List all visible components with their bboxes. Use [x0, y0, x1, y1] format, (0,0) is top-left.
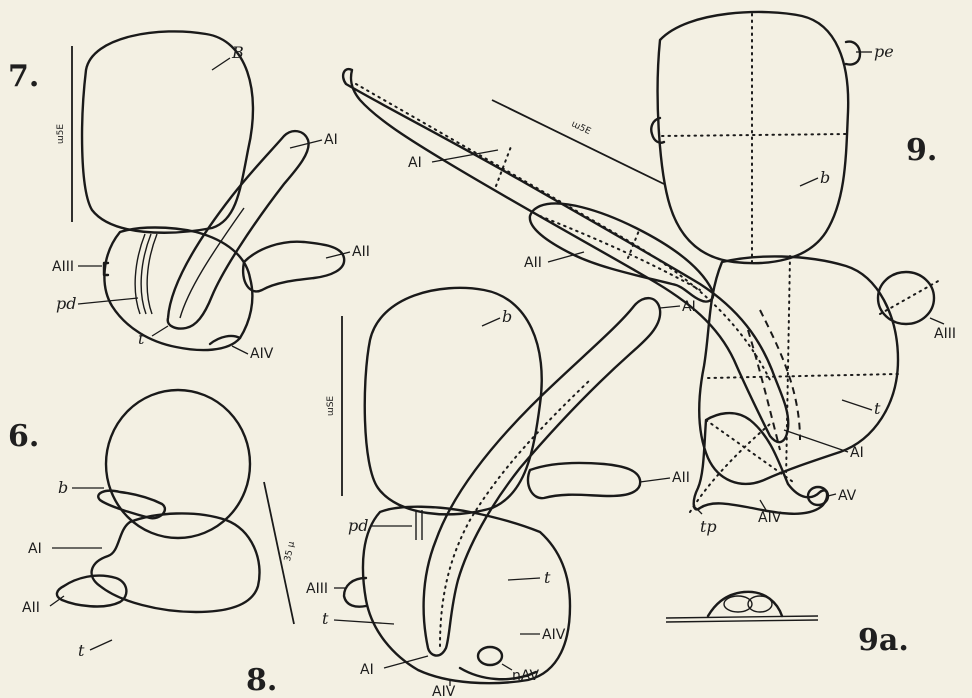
scale-label-fig8: ɯSE [326, 396, 336, 416]
label-t-right-fig8: t [544, 568, 551, 587]
label-AI-top-fig9: AI [408, 155, 422, 171]
label-AIII-fig9: AIII [934, 326, 956, 342]
leader-t-fig9 [842, 400, 872, 410]
leader-AI-bottom-fig9 [784, 430, 848, 452]
pd-line-3-fig7 [147, 234, 157, 314]
label-AII-fig6: AII [22, 600, 40, 616]
label-AV-fig9: AV [838, 488, 857, 504]
leader-AI-fig7 [290, 140, 322, 148]
appendage-AI-fig6 [98, 491, 165, 519]
cyst-outline-fig9a [708, 592, 782, 616]
label-B-fig7: B [231, 43, 244, 62]
thorax-outline-fig7 [104, 228, 252, 351]
label-AIV-bottom-fig8: AIV [432, 684, 456, 698]
label-pe-fig9: pe [874, 42, 894, 61]
pd-line-2-fig7 [141, 234, 151, 314]
leader-t-left-fig8 [334, 620, 394, 624]
membrane-line-2-fig9a [666, 620, 818, 622]
leader-AIV-fig9 [760, 500, 766, 510]
leader-AIII-fig9 [930, 318, 944, 324]
label-t-fig7: t [138, 329, 145, 348]
body-outline-fig6 [106, 390, 250, 538]
thorax-outline-fig8 [363, 507, 570, 683]
leader-AIV-fig7 [232, 346, 248, 354]
membrane-line-1-fig9a [666, 616, 818, 618]
label-AII-fig7: AII [352, 244, 370, 260]
nAV-structure-fig8 [478, 647, 502, 665]
label-b-fig8: b [502, 307, 512, 326]
leader-nAV-fig8 [502, 664, 512, 670]
dashed-line-2-fig9 [760, 310, 800, 440]
leader-t-fig6 [90, 640, 112, 650]
scale-label-fig9: ɯ5E [570, 119, 593, 137]
label-AIII-fig7: AIII [52, 259, 74, 275]
figure-9: 9. pe b AI [343, 12, 956, 536]
label-AIV-fig7: AIV [250, 346, 274, 362]
scale-label-fig7: ɯ5E [56, 124, 66, 144]
label-t-left-fig8: t [322, 609, 329, 628]
figure-number-6: 6. [8, 419, 39, 454]
label-b-fig6: b [58, 478, 68, 497]
leader-b-fig8 [482, 318, 500, 326]
leader-b-fig9 [800, 178, 818, 186]
label-AI-bottom-fig8: AI [360, 662, 374, 678]
pd-line-1-fig7 [135, 234, 145, 314]
thorax-outline-fig6 [92, 513, 260, 612]
thorax-outline-fig9 [699, 256, 898, 483]
appendage-AII-fig7 [243, 242, 344, 292]
figure-number-8: 8. [246, 663, 277, 698]
appendage-AI-fig9 [343, 69, 788, 442]
label-AI-fig7: AI [324, 132, 338, 148]
label-AIII-fig8: AIII [306, 581, 328, 597]
thorax-axis-horizontal-fig9 [708, 374, 898, 378]
figure-number-9a: 9a. [858, 623, 909, 658]
label-pd-fig8: pd [348, 516, 368, 535]
leader-B-fig7 [212, 58, 230, 70]
eye-right-fig9 [846, 42, 860, 65]
body-axis-horizontal-fig9 [662, 134, 848, 136]
label-t-fig9: t [874, 399, 881, 418]
leader-AII-fig7 [326, 252, 350, 258]
label-b-fig9: b [820, 168, 830, 187]
leader-AV-fig9 [828, 494, 836, 496]
label-nAV-fig8: nAV [512, 668, 540, 684]
figure-7: 7. ɯ5E B AI AII AIII pd t AIV [8, 31, 370, 362]
appendage-AII-fig8 [528, 463, 640, 498]
leader-t-right-fig8 [508, 578, 540, 580]
figure-9a: 9a. [666, 592, 909, 658]
leader-AI-top-fig8 [660, 306, 680, 308]
label-AIV-right-fig8: AIV [542, 627, 566, 643]
appendage-AII-fig9 [530, 203, 713, 301]
label-AI-bottom-fig9: AI [850, 445, 864, 461]
scale-label-fig6: 35 μ [283, 540, 297, 562]
body-outline-fig8 [365, 288, 542, 515]
label-tp-fig9: tp [700, 517, 717, 536]
figure-number-7: 7. [8, 59, 39, 94]
label-AII-fig8: AII [672, 470, 690, 486]
appendage-AI-fig8 [424, 298, 661, 655]
figure-6: 6. 35 μ b AI AII t [8, 390, 297, 660]
scale-bar-fig9 [492, 100, 664, 184]
figure-8: 8. ɯSE b AI AII pd AIII t t [246, 288, 696, 698]
label-AI-fig6: AI [28, 541, 42, 557]
leader-AII-fig8 [640, 478, 670, 482]
label-t-fig6: t [78, 641, 85, 660]
label-AIV-fig9: AIV [758, 510, 782, 526]
leader-AI-bottom-fig8 [384, 656, 428, 668]
dashed-line-1-fig9 [748, 330, 780, 450]
leader-AI-top-fig9 [432, 150, 498, 162]
label-AII-fig9: AII [524, 255, 542, 271]
label-pd-fig7: pd [56, 294, 76, 313]
appendage-AII-fig6 [57, 576, 126, 607]
figure-number-9: 9. [906, 133, 937, 168]
appendage-AIII-fig9 [878, 272, 934, 324]
leader-t-fig7 [152, 326, 168, 336]
